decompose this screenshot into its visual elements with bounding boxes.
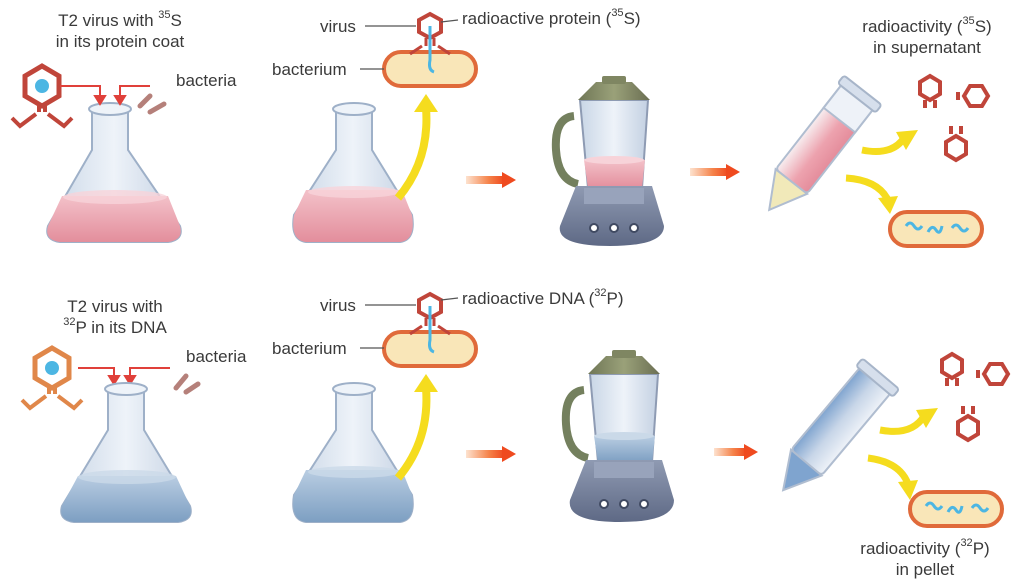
infection-arrows-bottom bbox=[78, 367, 170, 386]
infection-arrows-top bbox=[60, 85, 150, 106]
process-arrow-top-1 bbox=[466, 176, 504, 184]
bacterium-label-top: bacterium bbox=[272, 60, 347, 79]
result-label-top: radioactivity (35S) in supernatant bbox=[862, 15, 992, 57]
flask-bottom-1 bbox=[60, 382, 192, 523]
bacteria-icon-top bbox=[137, 93, 167, 115]
bacterium-with-virus-top bbox=[382, 11, 478, 88]
process-arrow-bottom-1 bbox=[466, 450, 504, 458]
bacterium-with-virus-bottom bbox=[382, 291, 478, 368]
virus-label-top: virus bbox=[320, 17, 356, 36]
process-arrow-bottom-1-head bbox=[502, 446, 516, 462]
top-title: T2 virus with 35S in its protein coat bbox=[55, 9, 185, 51]
virus-label-bottom: virus bbox=[320, 296, 356, 315]
bacteria-label-bottom: bacteria bbox=[186, 347, 247, 366]
centrifuge-tube-bottom bbox=[781, 358, 900, 492]
pellet-bacterium-bottom bbox=[908, 490, 1004, 528]
radioactive-tag-bottom: radioactive DNA (32P) bbox=[462, 287, 624, 308]
virus-coats-supernatant bbox=[918, 73, 991, 163]
process-arrow-top-2-head bbox=[726, 164, 740, 180]
t2-virus-32p-icon bbox=[20, 345, 84, 411]
bacteria-icon-bottom bbox=[173, 373, 201, 395]
bacterium-label-bottom: bacterium bbox=[272, 339, 347, 358]
flask-top-1 bbox=[46, 102, 182, 243]
separation-arrows-top bbox=[845, 130, 918, 214]
leader-lines-bottom bbox=[360, 297, 459, 349]
bacteria-label-top: bacteria bbox=[176, 71, 237, 90]
blender-top bbox=[551, 76, 664, 246]
separation-arrows-bottom bbox=[867, 408, 938, 500]
result-label-bottom: radioactivity (32P) in pellet bbox=[860, 537, 990, 579]
flask-top-2 bbox=[292, 102, 414, 243]
radioactive-tag-top: radioactive protein (35S) bbox=[462, 7, 641, 28]
process-arrow-bottom-2 bbox=[714, 448, 746, 456]
process-arrow-top-2 bbox=[690, 168, 728, 176]
zoom-arrow-bottom bbox=[394, 374, 438, 481]
centrifuge-tube-top bbox=[767, 75, 882, 212]
leader-lines-top bbox=[360, 19, 459, 70]
blender-bottom bbox=[561, 350, 674, 522]
t2-virus-35s-icon bbox=[10, 63, 74, 129]
virus-coats-bottom bbox=[940, 351, 1011, 443]
zoom-arrow-top bbox=[394, 94, 438, 201]
process-arrow-top-1-head bbox=[502, 172, 516, 188]
bottom-title: T2 virus with 32P in its DNA bbox=[63, 297, 167, 337]
process-arrow-bottom-2-head bbox=[744, 444, 758, 460]
pellet-bacterium-top bbox=[888, 210, 984, 248]
flask-bottom-2 bbox=[292, 382, 414, 523]
